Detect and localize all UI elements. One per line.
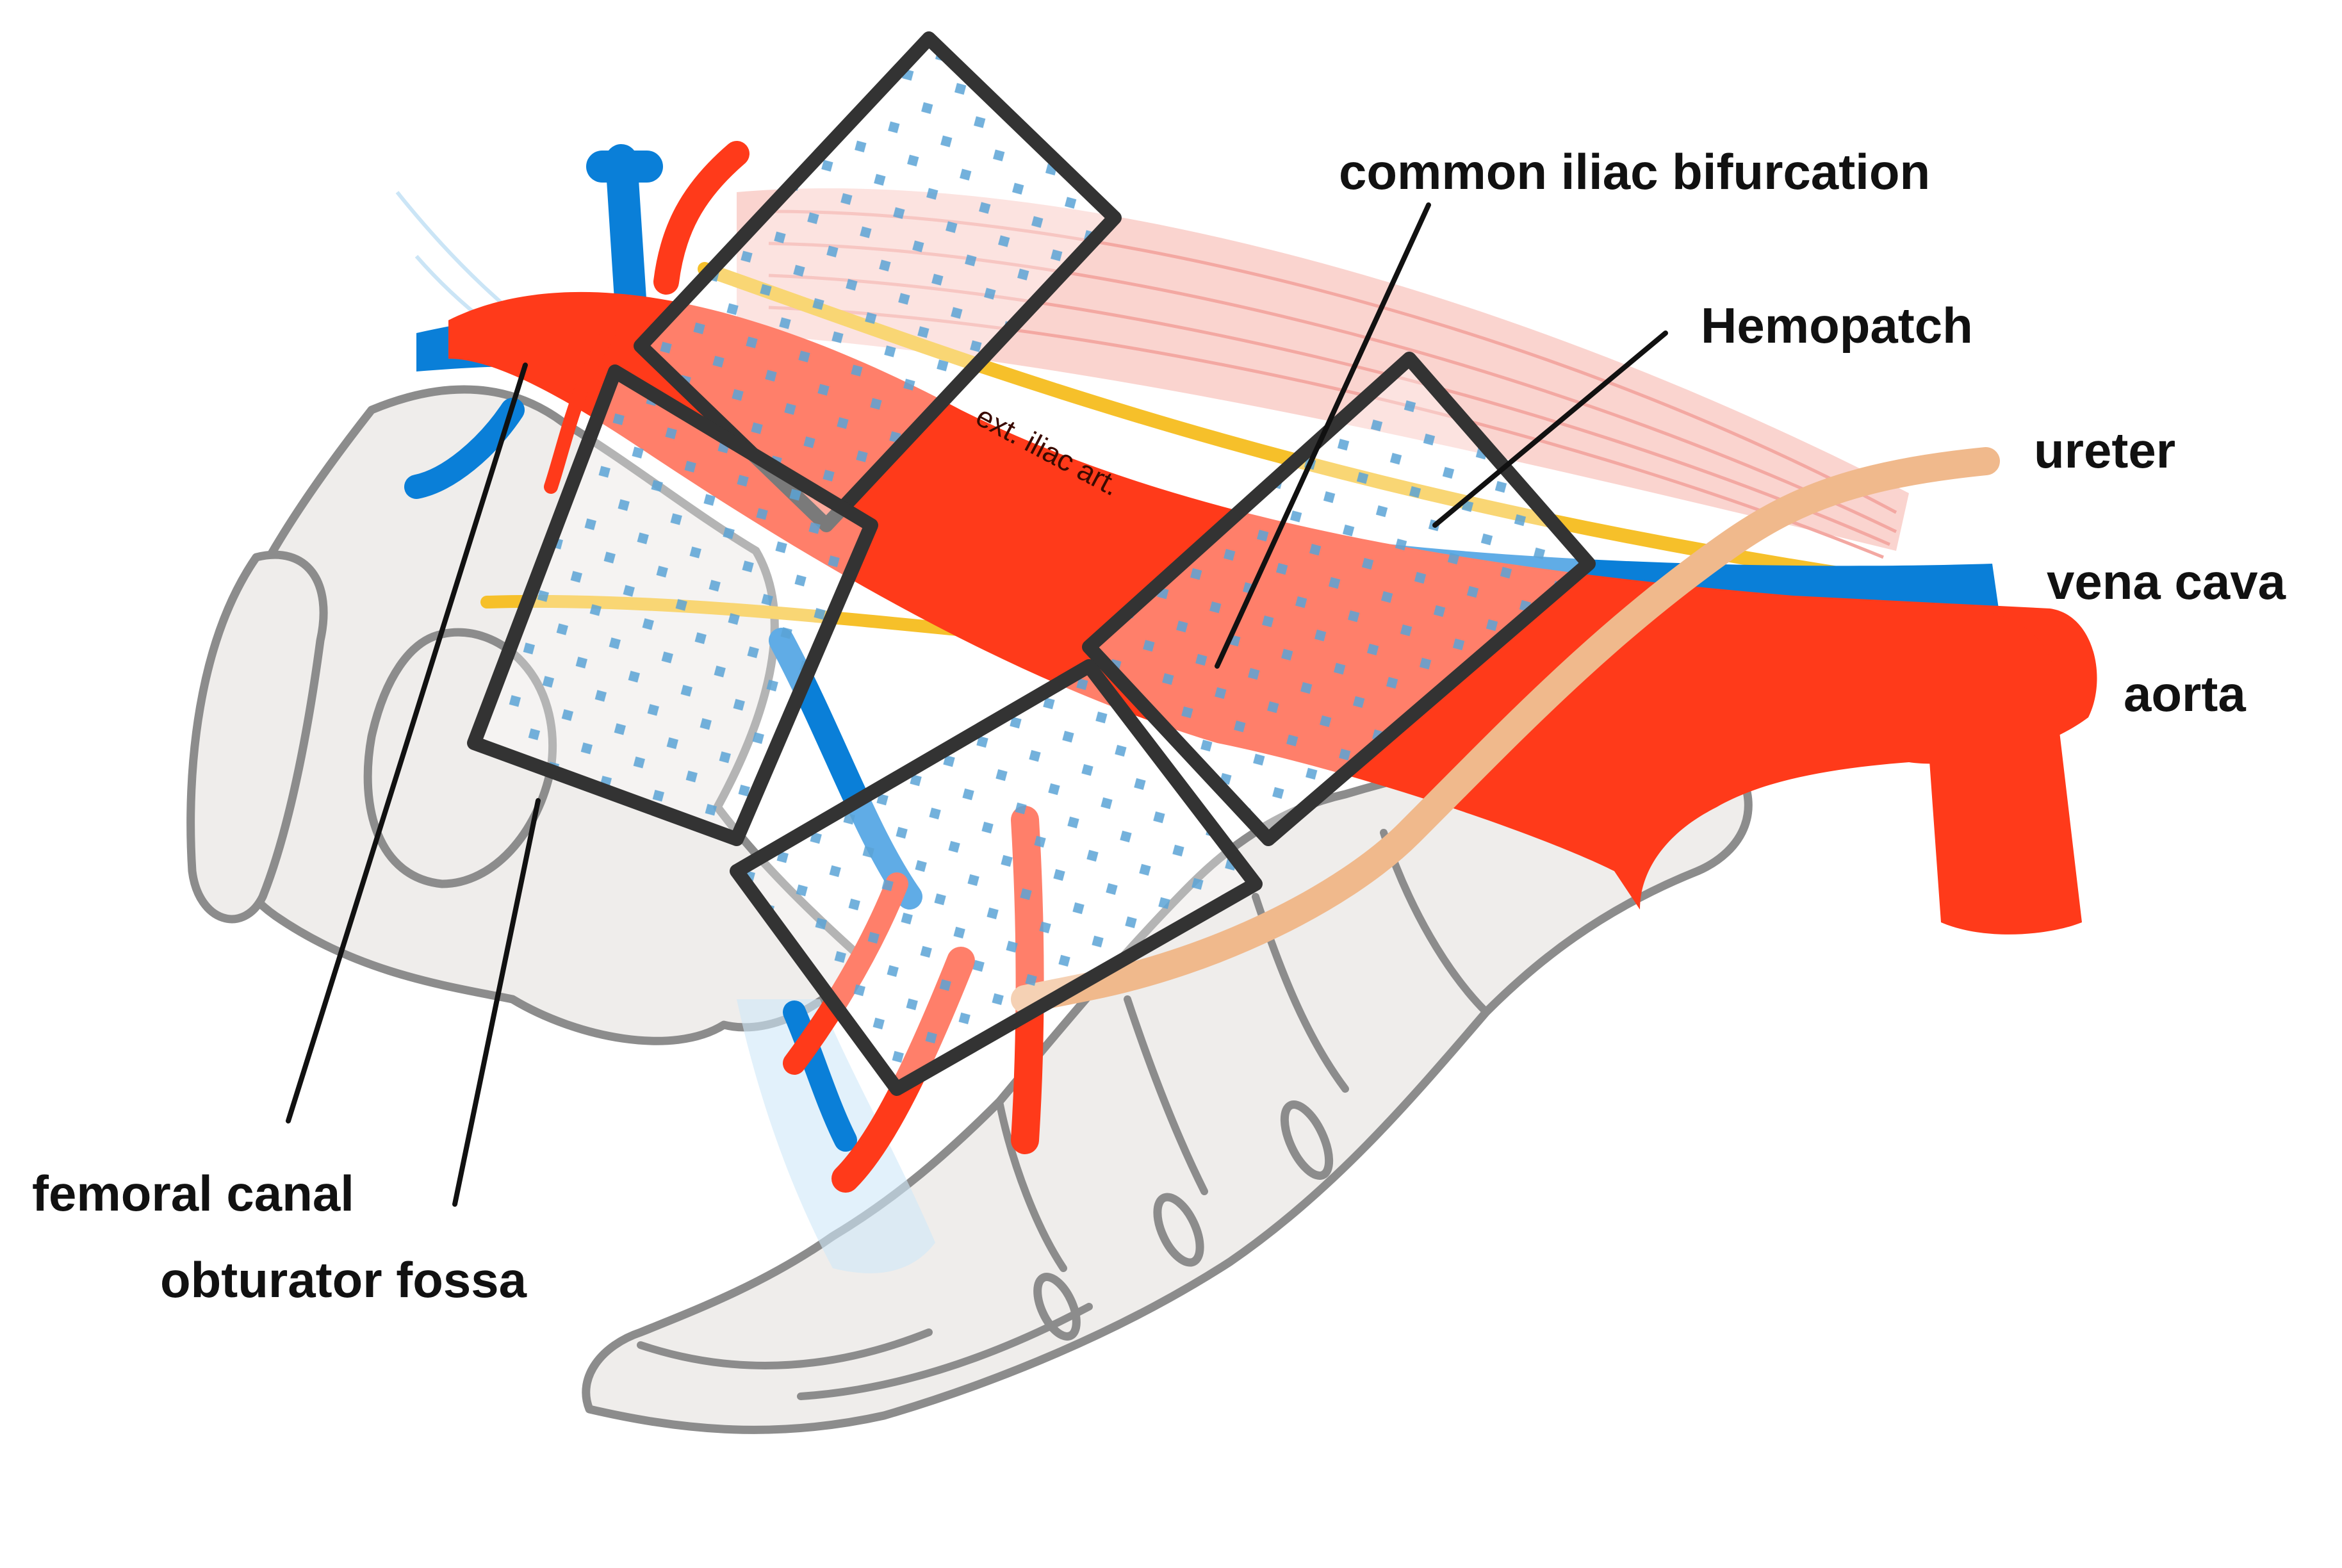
- hemopatch-patches: [467, 31, 1596, 1096]
- hemopatch-patch-2: [467, 364, 878, 846]
- label-common-iliac-bifurcation: common iliac bifurcation: [1339, 143, 1930, 200]
- label-ureter: ureter: [2034, 422, 2175, 478]
- label-hemopatch: Hemopatch: [1701, 297, 1973, 354]
- hemopatch-patch-3: [1082, 352, 1596, 846]
- label-obturator-fossa: obturator fossa: [160, 1252, 527, 1308]
- label-vena-cava: vena cava: [2047, 553, 2286, 610]
- ureter-vessel: [1011, 447, 2000, 1013]
- label-aorta: aorta: [2124, 666, 2246, 722]
- leader-lines: [286, 202, 1668, 1207]
- hemopatch-patch-4: [730, 659, 1263, 1096]
- label-femoral-canal: femoral canal: [32, 1165, 354, 1221]
